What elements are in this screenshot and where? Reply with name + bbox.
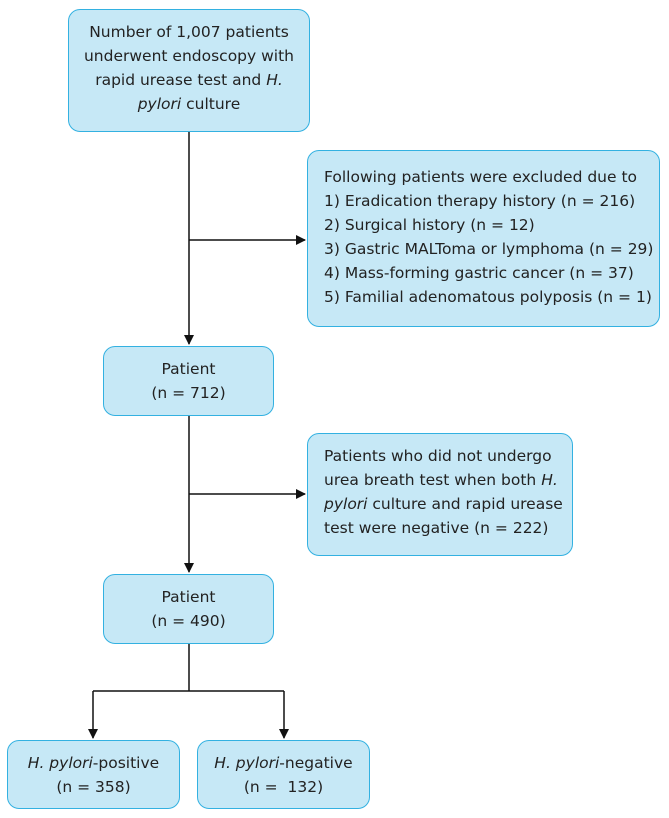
patient-box-1: Patient (n = 712) [103,346,274,416]
exclusion-1-item: 3) Gastric MALToma or lymphoma (n = 29) [324,240,654,258]
exclusion-2-line-4: test were negative (n = 222) [324,519,549,537]
start-box: Number of 1,007 patients underwent endos… [68,9,310,132]
positive-label-italic: H. pylori [27,753,93,772]
start-line-3: rapid urease test and H. [69,68,309,92]
negative-box: H. pylori-negative (n = 132) [197,740,370,809]
start-line-2: underwent endoscopy with [83,47,295,65]
exclusion-box-1: Following patients were excluded due to … [307,150,660,327]
exclusion-2-line-2-italic: H. [541,471,558,489]
negative-label-italic: H. pylori [214,753,280,772]
positive-box: H. pylori-positive (n = 358) [7,740,180,809]
start-line-4: pylori culture [69,92,309,116]
exclusion-1-item: 2) Surgical history (n = 12) [324,216,535,234]
exclusion-1-item: 5) Familial adenomatous polyposis (n = 1… [324,288,652,306]
start-line-3-text: rapid urease test and [95,71,267,89]
negative-count: (n = 132) [243,777,324,796]
exclusion-1-item: 4) Mass-forming gastric cancer (n = 37) [324,264,634,282]
positive-label-rest: -positive [92,753,160,772]
exclusion-2-line-3-text: culture and rapid urease [367,495,563,513]
patient-1-label: Patient [161,360,216,378]
negative-label-rest: -negative [279,753,353,772]
exclusion-2-line-1: Patients who did not undergo [324,447,552,465]
patient-box-2: Patient (n = 490) [103,574,274,644]
positive-label: H. pylori-positive [8,751,179,775]
negative-label: H. pylori-negative [198,751,369,775]
patient-1-count: (n = 712) [151,384,226,402]
start-line-4-italic: pylori [137,95,182,113]
exclusion-2-line-3: pylori culture and rapid urease [324,492,572,516]
patient-2-count: (n = 490) [151,612,226,630]
exclusion-2-line-2: urea breath test when both H. [324,468,572,492]
exclusion-box-2: Patients who did not undergo urea breath… [307,433,573,556]
patient-2-label: Patient [161,588,216,606]
start-line-3-italic: H. [266,71,283,89]
exclusion-1-item: 1) Eradication therapy history (n = 216) [324,192,636,210]
exclusion-1-heading: Following patients were excluded due to [324,168,638,186]
start-line-4-text: culture [181,95,241,113]
exclusion-2-line-3-italic: pylori [324,495,368,513]
exclusion-2-line-2-text: urea breath test when both [324,471,542,489]
start-line-1: Number of 1,007 patients [89,23,289,41]
positive-count: (n = 358) [56,777,131,796]
